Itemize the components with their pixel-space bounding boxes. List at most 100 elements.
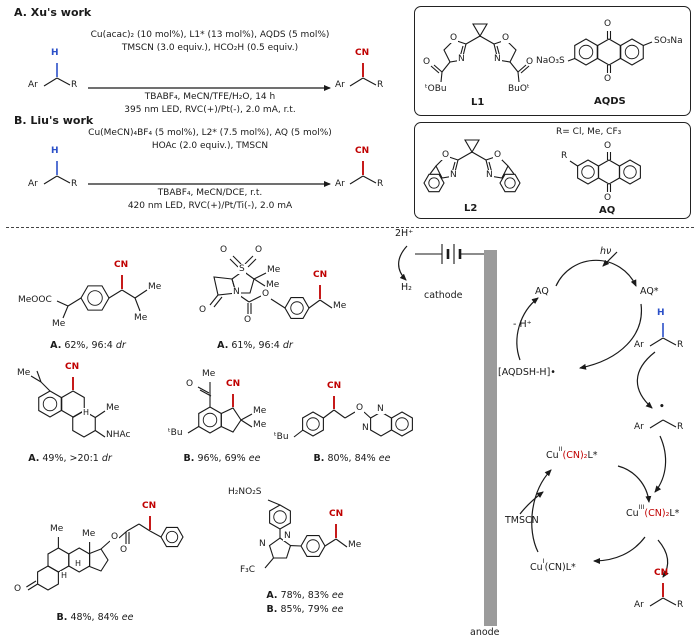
atom-label: O: [110, 532, 120, 543]
group-label: MeOOC: [18, 295, 52, 305]
tmscn-label: TMSCN: [505, 515, 539, 526]
group-label: Me: [134, 313, 148, 323]
product-caption: B. 80%, 84% ee: [313, 453, 391, 464]
cu2-species-label: CuII(CN)₂L*: [546, 445, 598, 462]
atom-label: O: [493, 150, 503, 161]
group-label: Me: [348, 540, 362, 550]
atom-label: N: [232, 287, 241, 298]
c-h-label: H: [51, 146, 59, 156]
group-label: F₃C: [240, 565, 256, 575]
atom-label: O: [423, 57, 431, 67]
group-label: NHAc: [106, 430, 131, 440]
anode-label: anode: [470, 627, 500, 638]
cu3-species-label: CuIII(CN)₂L*: [626, 503, 680, 520]
fragment-label: Ar: [28, 179, 38, 189]
photon-label: hν: [600, 246, 612, 257]
mediator-name: AQDS: [594, 96, 626, 107]
atom-label: O: [120, 545, 128, 555]
condition-line: HOAc (2.0 equiv.), TMSCN: [151, 141, 269, 151]
fragment-label: Ar: [634, 600, 644, 610]
product-caption: A. 78%, 83% ee: [266, 590, 344, 601]
group-label: Me: [50, 524, 64, 534]
product-caption: A. 61%, 96:4 dr: [217, 340, 293, 351]
atom-label: O: [255, 245, 263, 255]
group-label: Me: [202, 369, 216, 379]
aqdsh-radical-label: [AQDSH-H]•: [498, 367, 556, 378]
fragment-label: Ar: [335, 179, 345, 189]
cn-label: CN: [355, 146, 370, 156]
hydrogen-label: H₂: [401, 282, 412, 293]
atom-label: N: [485, 170, 494, 181]
proton-label: 2H⁺: [395, 228, 414, 239]
section-b-title: B. Liu's work: [14, 114, 94, 127]
condition-line: TMSCN (3.0 equiv.), HCO₂H (0.5 equiv.): [121, 43, 299, 53]
group-label: ᵗBu: [274, 432, 289, 442]
cu1-species-label: CuI(CN)L*: [530, 557, 576, 574]
fragment-label: Ar: [634, 422, 644, 432]
atom-label: O: [186, 379, 194, 389]
fragment-label: R: [71, 179, 78, 189]
r-group-label: R: [561, 151, 568, 161]
aq-label: AQ: [535, 286, 549, 297]
ligand-name: L1: [471, 97, 485, 108]
atom-label: O: [604, 74, 612, 84]
cn-label: CN: [65, 362, 80, 372]
product-caption: B. 48%, 84% ee: [56, 612, 134, 623]
mediator-name: AQ: [599, 205, 616, 216]
stereo-h-label: H: [74, 559, 83, 569]
fragment-label: R: [677, 422, 684, 432]
group-label: BuOᵗ: [508, 84, 530, 94]
c-h-label: H: [657, 308, 665, 318]
group-label: Me: [82, 529, 96, 539]
cn-label: CN: [654, 568, 669, 578]
cn-label: CN: [142, 501, 157, 511]
cn-label: CN: [327, 381, 342, 391]
cn-label: CN: [313, 270, 328, 280]
atom-label: N: [258, 539, 267, 550]
condition-line: TBABF₄, MeCN/TFE/H₂O, 14 h: [144, 92, 276, 102]
r-group-note: R= Cl, Me, CF₃: [556, 127, 622, 137]
group-label: Me: [333, 301, 347, 311]
condition-line: 395 nm LED, RVC(+)/Pt(-), 2.0 mA, r.t.: [124, 105, 296, 115]
product-caption: B. 85%, 79% ee: [266, 604, 344, 615]
group-label: ᵗOBu: [425, 84, 447, 94]
section-a-title: A. Xu's work: [14, 6, 92, 19]
atom-label: O: [441, 150, 451, 161]
stereo-h-label: H: [82, 408, 91, 418]
atom-label: O: [526, 57, 534, 67]
product-caption: B. 96%, 69% ee: [183, 453, 261, 464]
cn-label: CN: [226, 379, 241, 389]
group-label: H₂NO₂S: [228, 487, 262, 497]
fragment-label: Ar: [28, 80, 38, 90]
fragment-label: Ar: [335, 80, 345, 90]
minus-proton-label: - H⁺: [513, 319, 532, 330]
group-label: NaO₃S: [536, 56, 565, 66]
atom-label: N: [283, 531, 292, 542]
fragment-label: R: [377, 179, 384, 189]
ligand-name: L2: [464, 203, 478, 214]
condition-line: 420 nm LED, RVC(+)/Pt/Ti(-), 2.0 mA: [127, 201, 293, 211]
ligand-box-2: [414, 122, 691, 219]
ligand-box-1: [414, 6, 691, 116]
atom-label: O: [199, 305, 207, 315]
atom-label: O: [604, 141, 612, 151]
group-label: SO₃Na: [654, 36, 683, 46]
atom-label: N: [361, 423, 370, 434]
radical-dot: •: [659, 402, 665, 412]
atom-label: N: [493, 54, 502, 65]
atom-label: O: [244, 315, 252, 325]
stereo-h-label: H: [60, 571, 69, 581]
atom-label: O: [220, 245, 228, 255]
cathode-label: cathode: [424, 290, 463, 301]
cn-label: CN: [114, 260, 129, 270]
fragment-label: R: [677, 340, 684, 350]
group-label: Me: [106, 403, 120, 413]
atom-label: O: [501, 33, 511, 44]
atom-label: O: [261, 289, 271, 300]
group-label: Me: [148, 282, 162, 292]
fragment-label: R: [71, 80, 78, 90]
atom-label: O: [355, 403, 365, 414]
cn-label: CN: [355, 48, 370, 58]
